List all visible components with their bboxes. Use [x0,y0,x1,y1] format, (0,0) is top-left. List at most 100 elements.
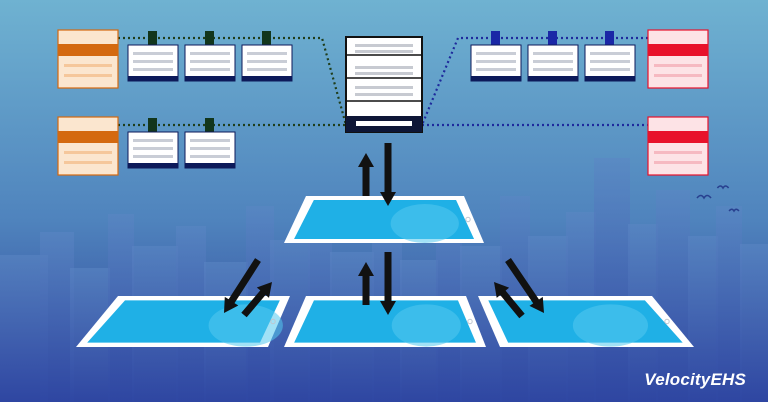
sync-arrows [224,143,544,319]
document-cards [57,29,709,176]
card-text-line [64,64,112,67]
document-card-icon [127,118,179,169]
card-text-line [64,151,112,154]
card-footer-band [242,76,292,81]
card-footer-band [185,163,235,168]
document-card-icon [241,31,293,82]
document-card-icon [584,31,636,82]
building [40,232,74,402]
card-footer-band [585,76,635,81]
card-header-band [58,131,118,143]
arrow-up-left [494,282,525,319]
bird-icon [696,194,712,200]
tablet-screen-glare [572,304,649,347]
red-source-card [647,29,709,89]
bird-icon [696,185,740,213]
card-text-line [654,151,702,154]
tablet-home-button [270,318,276,325]
card-text-line [247,68,287,71]
tablet-screen-glare [208,304,283,347]
tablet-device-icon [478,296,694,347]
building [656,190,690,402]
card-frame [647,116,709,176]
document-card-icon [184,118,236,169]
card-text-line [654,64,702,67]
card-frame [647,29,709,89]
card-connector [548,31,557,47]
card-text-line [590,68,630,71]
card-header-band [648,44,708,56]
arrow-down [380,252,396,315]
document-card-icon [127,31,179,82]
bird-icon [728,208,740,213]
card-text-line [654,74,702,77]
card-text-line [133,68,173,71]
card-text-line [533,52,573,55]
card-text-line [133,155,173,158]
card-text-line [476,52,516,55]
card-text-line [590,60,630,63]
document-card-icon [527,31,579,82]
orange-source-card [57,116,119,176]
server-slot [356,121,412,126]
card-connector [205,118,214,134]
building [688,236,718,402]
card-text-line [190,60,230,63]
tablet-device-icon [284,296,486,347]
arrow-down-left [224,258,261,313]
server-rack-line [355,72,413,75]
card-text-line [64,74,112,77]
card-text-line [533,60,573,63]
card-text-line [190,52,230,55]
tablet-home-button [664,318,670,325]
tablet-home-button [465,216,471,223]
arrow-up [358,262,374,305]
connector-right-top [420,36,648,126]
card-footer-band [128,163,178,168]
card-text-line [654,161,702,164]
card-footer-band [471,76,521,81]
card-text-line [190,68,230,71]
server-rack-line [355,93,413,96]
orange-source-card [57,29,119,89]
tablet-device-icon [284,196,484,244]
card-text-line [533,68,573,71]
tablet-device-icon [76,296,290,347]
server-rack-line [355,66,413,69]
card-connector [148,31,157,47]
card-connector [148,118,157,134]
server-rack-line [355,44,413,47]
card-header-band [58,44,118,56]
document-card-icon [184,31,236,82]
server-stack-icon [345,36,423,133]
building [716,206,742,402]
card-text-line [133,147,173,150]
bird-icon [716,185,730,190]
card-text-line [64,161,112,164]
arrow-up [358,153,374,196]
card-header-band [648,131,708,143]
card-text-line [247,52,287,55]
card-connector [205,31,214,47]
card-frame [57,116,119,176]
card-connector [262,31,271,47]
card-text-line [133,60,173,63]
card-text-line [133,139,173,142]
arrow-down-right [505,258,544,313]
tablet-home-button [467,318,473,325]
building [594,158,630,402]
document-card-icon [470,31,522,82]
card-frame [57,29,119,89]
velocityehs-logo: VelocityEHS [644,370,746,389]
card-text-line [247,60,287,63]
arrow-up-right [241,282,272,318]
tablet-screen-glare [391,304,461,347]
arrow-down [380,143,396,206]
card-text-line [133,52,173,55]
server-rack-line [355,50,413,53]
connection-lines [118,36,648,127]
card-footer-band [185,76,235,81]
card-text-line [476,60,516,63]
card-connector [605,31,614,47]
